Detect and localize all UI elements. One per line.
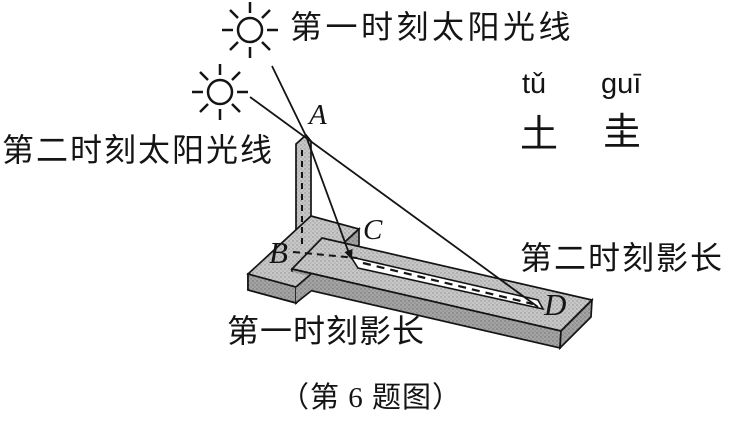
second-moment-shadow-label: 第二时刻影长 xyxy=(520,240,725,276)
hanzi-tu-label: 土 xyxy=(520,114,559,156)
base-slab-corner-edge-bottom xyxy=(295,290,312,304)
point-b-label: B xyxy=(269,235,288,270)
point-d-label: D xyxy=(544,287,567,322)
point-c-label: C xyxy=(363,214,383,246)
second-moment-ray-line xyxy=(249,96,539,308)
first-moment-ray-line xyxy=(271,65,351,257)
first-moment-ray-label: 第一时刻太阳光线 xyxy=(290,9,575,45)
pinyin-gui-label: guī xyxy=(601,68,642,100)
sun-icon xyxy=(222,2,278,58)
ruler-right-face xyxy=(559,297,593,351)
base-slab-corner-edge-top xyxy=(295,273,312,288)
first-moment-ray-arrowhead xyxy=(344,249,353,260)
point-a-label: A xyxy=(309,99,327,131)
b-to-c-dashed-line xyxy=(292,251,358,259)
second-moment-ray-label: 第二时刻太阳光线 xyxy=(2,132,275,168)
hanzi-gui-label: 圭 xyxy=(603,112,642,154)
figure-caption: （第 6 题图） xyxy=(280,382,463,414)
pinyin-tu-label: tǔ xyxy=(522,68,547,100)
sun-icon xyxy=(192,64,248,120)
first-moment-shadow-label: 第一时刻影长 xyxy=(227,313,426,349)
base-slab-corner-top-sliver xyxy=(250,264,308,287)
slot-center-dashed-line xyxy=(362,261,534,306)
base-slab-corner-right-sliver xyxy=(296,274,311,303)
